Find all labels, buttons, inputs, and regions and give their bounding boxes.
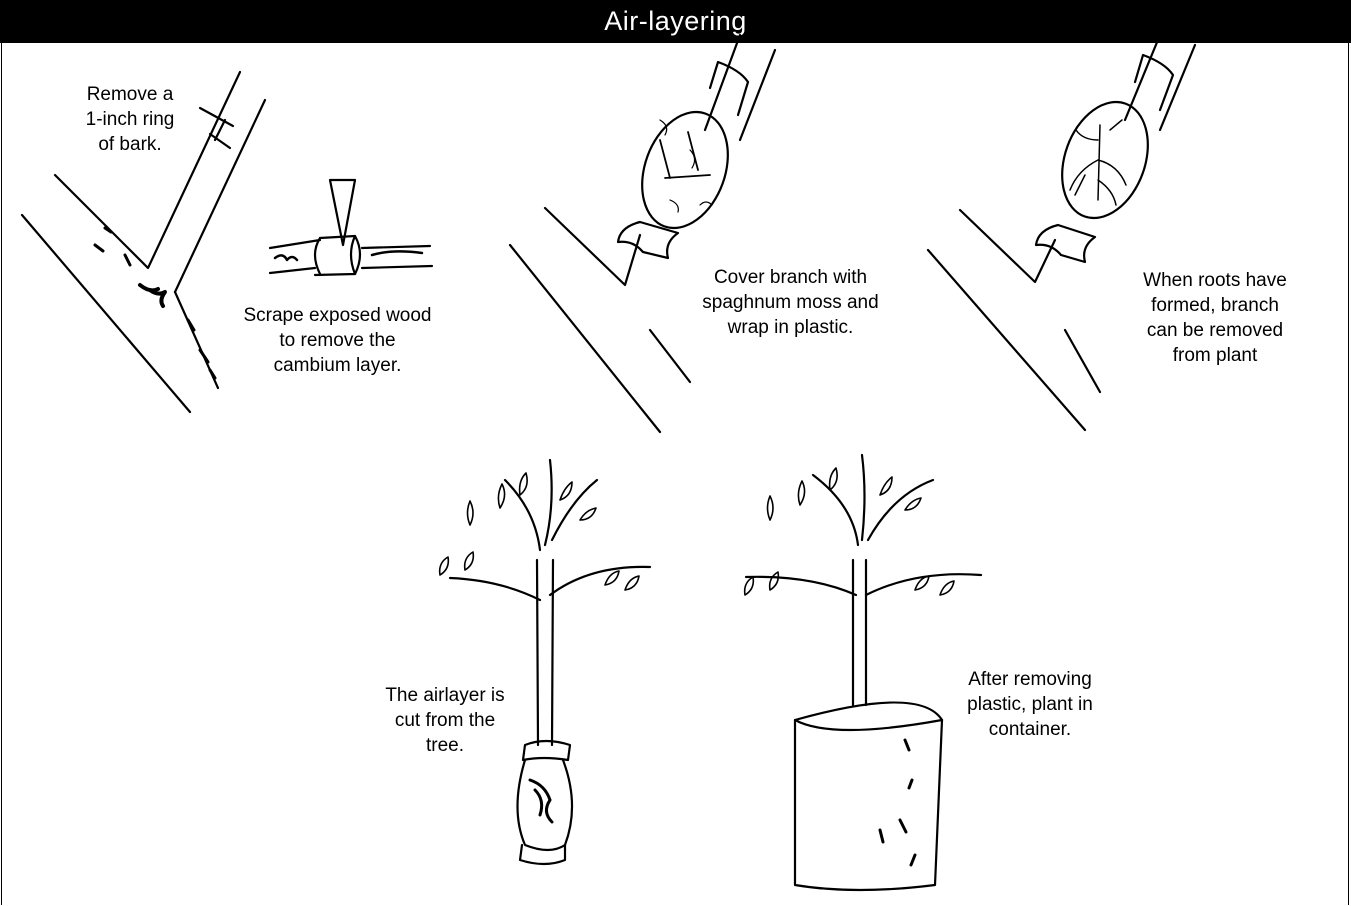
caption-cut: The airlayer is cut from the tree. <box>370 683 520 758</box>
caption-scrape: Scrape exposed wood to remove the cambiu… <box>230 303 445 378</box>
caption-roots: When roots have formed, branch can be re… <box>1125 268 1305 368</box>
caption-cover: Cover branch with spaghnum moss and wrap… <box>683 265 898 340</box>
scrape-illustration <box>270 180 432 275</box>
rooted-wrap-illustration <box>928 35 1195 430</box>
cut-airlayer-illustration <box>440 460 650 864</box>
moss-wrap-illustration <box>510 35 775 432</box>
caption-remove-ring: Remove a 1-inch ring of bark. <box>70 82 190 157</box>
caption-plant: After removing plastic, plant in contain… <box>945 667 1115 742</box>
